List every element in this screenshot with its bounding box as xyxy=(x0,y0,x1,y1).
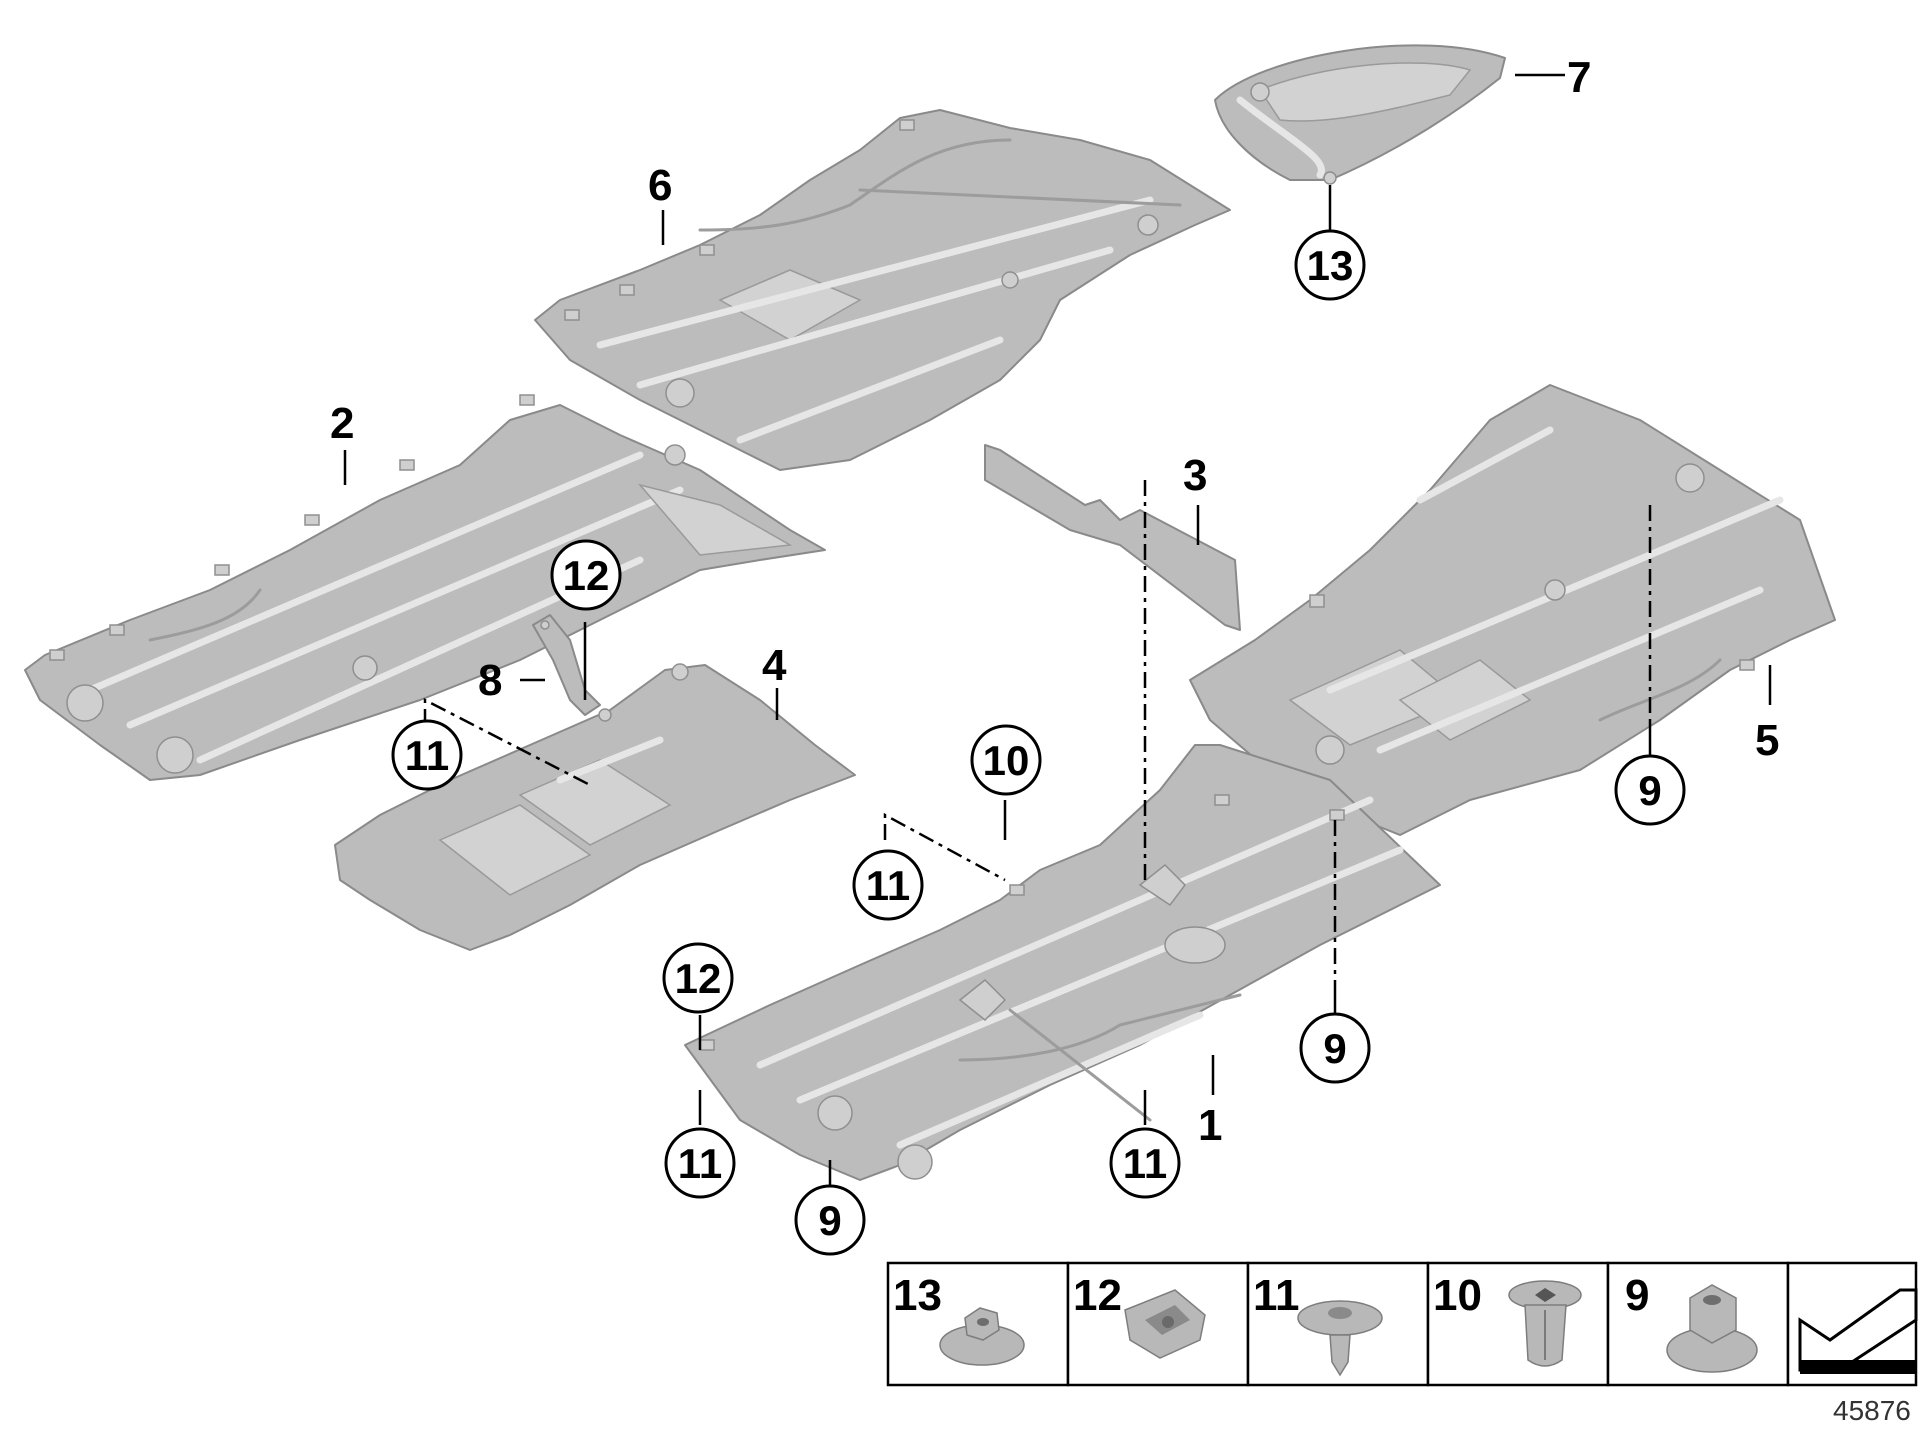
part-1-underbody-panel xyxy=(684,744,1441,1181)
callout-9-mid: 9 xyxy=(1299,1012,1371,1084)
table-number-13: 13 xyxy=(893,1271,942,1320)
label-part-1: 1 xyxy=(1198,1101,1222,1150)
push-rivet-icon xyxy=(1297,1300,1383,1377)
part-4-underbody-panel xyxy=(334,663,856,951)
svg-text:12: 12 xyxy=(675,955,722,1002)
flange-nut-icon xyxy=(939,1307,1025,1366)
part-6-underbody-panel xyxy=(534,109,1231,471)
fastener-table: 13 12 11 10 9 xyxy=(886,1261,1918,1387)
expanding-nut-icon xyxy=(1508,1280,1582,1367)
label-part-3: 3 xyxy=(1183,451,1207,500)
callout-12-left: 12 xyxy=(550,539,622,611)
callout-11-mid: 11 xyxy=(852,849,924,921)
label-part-4: 4 xyxy=(762,641,787,690)
svg-text:11: 11 xyxy=(678,1140,722,1187)
svg-text:11: 11 xyxy=(1123,1140,1167,1187)
label-part-8: 8 xyxy=(478,656,502,705)
part-3-insulation-strip xyxy=(984,444,1241,631)
label-part-6: 6 xyxy=(648,161,672,210)
direction-arrow-icon xyxy=(1798,1288,1918,1374)
table-number-12: 12 xyxy=(1073,1271,1122,1320)
svg-text:13: 13 xyxy=(1307,242,1354,289)
label-part-2: 2 xyxy=(330,399,354,448)
callout-9-bottom: 9 xyxy=(794,1184,866,1256)
label-part-5: 5 xyxy=(1755,716,1779,765)
table-cell-10 xyxy=(1426,1261,1610,1387)
svg-text:9: 9 xyxy=(1323,1025,1346,1072)
part-5-underbody-panel xyxy=(1189,384,1836,836)
svg-text:11: 11 xyxy=(866,862,910,909)
leader-lines xyxy=(343,73,1772,1185)
document-number: 45876 xyxy=(1833,1395,1911,1426)
part-7-shield xyxy=(1214,44,1506,185)
callout-10: 10 xyxy=(970,724,1042,796)
callout-11-bottom-left: 11 xyxy=(664,1127,736,1199)
label-part-7: 7 xyxy=(1567,53,1591,102)
callout-12-bottom: 12 xyxy=(662,942,734,1014)
circled-callouts: 13 12 11 10 11 12 11 9 xyxy=(391,229,1686,1256)
svg-text:9: 9 xyxy=(1638,767,1661,814)
callout-13-top: 13 xyxy=(1294,229,1366,301)
callout-11-left: 11 xyxy=(391,719,463,791)
hex-collar-nut-icon xyxy=(1666,1284,1758,1373)
table-number-9: 9 xyxy=(1625,1271,1649,1320)
callout-11-bottom-mid: 11 xyxy=(1109,1127,1181,1199)
table-number-11: 11 xyxy=(1253,1271,1300,1320)
svg-text:11: 11 xyxy=(405,732,449,779)
svg-text:9: 9 xyxy=(818,1197,841,1244)
part-8-bracket xyxy=(532,614,601,716)
part-2-underbody-panel xyxy=(24,394,826,781)
spring-clip-icon xyxy=(1124,1289,1206,1359)
callout-9-right: 9 xyxy=(1614,754,1686,826)
table-number-10: 10 xyxy=(1433,1271,1482,1320)
part-number-labels: 7 6 2 3 4 5 8 1 xyxy=(330,53,1779,1150)
svg-text:10: 10 xyxy=(983,737,1030,784)
svg-text:12: 12 xyxy=(563,552,610,599)
